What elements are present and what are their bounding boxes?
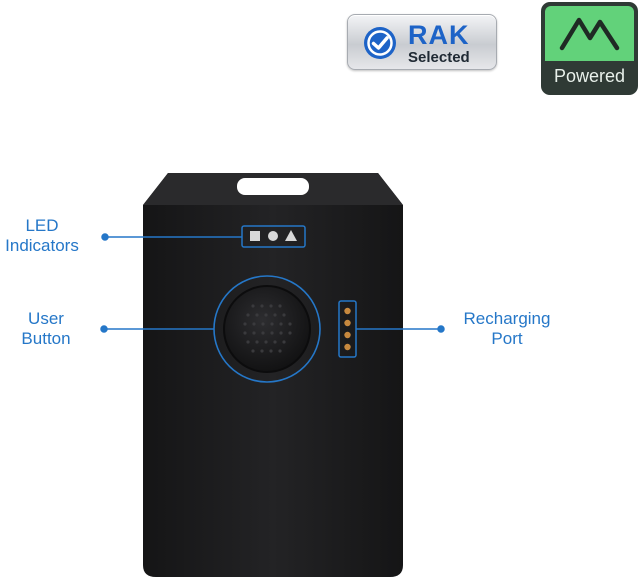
led-square <box>250 231 260 241</box>
rak-badge-title: RAK <box>408 20 470 50</box>
rak-badge-subtitle: Selected <box>408 49 470 66</box>
user-button-label: User Button <box>14 309 78 349</box>
device-body <box>143 173 403 577</box>
charging-pin <box>344 319 351 327</box>
led-circle <box>268 231 278 241</box>
user-label-line1: User <box>28 309 64 328</box>
user-label-line2: Button <box>21 329 71 348</box>
charging-pin <box>344 343 351 351</box>
port-label-line1: Recharging <box>463 309 551 328</box>
port-label-line2: Port <box>491 329 523 348</box>
led-triangle <box>285 230 297 241</box>
rak-selected-badge: RAK Selected <box>347 14 497 70</box>
callout-lines <box>100 233 445 333</box>
led-indicators-label: LED Indicators <box>0 216 84 256</box>
user-button <box>223 285 311 373</box>
powered-badge-logo-area <box>545 6 634 61</box>
mountain-peak-icon <box>559 17 620 51</box>
powered-badge: Powered <box>541 2 638 95</box>
led-label-line2: Indicators <box>5 236 79 255</box>
recharging-port-label: Recharging Port <box>448 309 566 349</box>
lanyard-slot <box>237 178 309 195</box>
charging-pin <box>344 307 351 315</box>
check-circle-icon <box>364 27 396 59</box>
powered-badge-label: Powered <box>553 66 626 86</box>
led-label-line1: LED <box>25 216 59 235</box>
charging-pin <box>344 331 351 339</box>
user-button-texture <box>243 304 292 353</box>
